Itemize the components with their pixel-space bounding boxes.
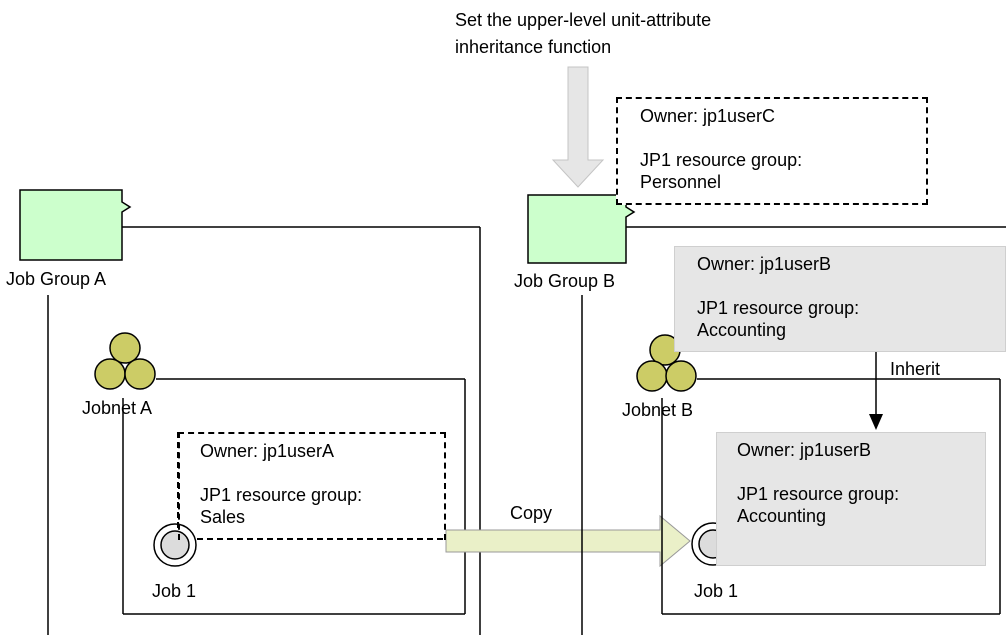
job-1-left-label: Job 1 xyxy=(152,581,197,601)
job-1-right-label: Job 1 xyxy=(694,581,739,601)
inherit-arrowhead xyxy=(869,414,883,430)
jobnet-b-rg-label: JP1 resource group: xyxy=(697,298,860,318)
job-1-right-owner-text: Owner: jp1userB xyxy=(737,440,872,460)
left-rg-label: JP1 resource group: xyxy=(200,485,363,505)
group-b-rg-label: JP1 resource group: xyxy=(640,150,803,170)
note-line-1: Set the upper-level unit-attribute xyxy=(455,10,712,30)
jobnet-b-icon xyxy=(636,334,697,392)
left-rg-value: Sales xyxy=(200,507,246,527)
copy-arrow xyxy=(445,514,691,568)
note-line-2: inheritance function xyxy=(455,37,612,57)
job-1-right-attributes: Owner: jp1userB JP1 resource group: Acco… xyxy=(716,432,986,566)
left-owner-text: Owner: jp1userA xyxy=(200,441,335,461)
job-1-left-attributes: Owner: jp1userA JP1 resource group: Sale… xyxy=(178,432,446,540)
jobnet-a-label: Jobnet A xyxy=(82,398,153,418)
jobnet-b-label: Jobnet B xyxy=(622,400,694,420)
jobnet-b-owner-text: Owner: jp1userB xyxy=(697,254,832,274)
copy-label: Copy xyxy=(510,503,553,523)
jobnet-b-rg-value: Accounting xyxy=(697,320,787,340)
job-group-b-attributes: Owner: jp1userC JP1 resource group: Pers… xyxy=(616,97,928,205)
jobnet-a-icon xyxy=(94,332,156,390)
upper-level-inheritance-arrow xyxy=(551,66,605,188)
inherit-label: Inherit xyxy=(890,359,941,379)
jobnet-b-attributes: Owner: jp1userB JP1 resource group: Acco… xyxy=(674,246,1006,352)
job-1-right-rg-label: JP1 resource group: xyxy=(737,484,900,504)
job-1-right-rg-value: Accounting xyxy=(737,506,827,526)
job-group-b-label: Job Group B xyxy=(514,271,616,291)
group-b-rg-value: Personnel xyxy=(640,172,722,192)
job-group-a-folder-icon xyxy=(19,189,132,261)
group-b-owner-text: Owner: jp1userC xyxy=(640,106,776,126)
job-group-a-label: Job Group A xyxy=(6,269,107,289)
job-1-left-icon xyxy=(153,523,197,567)
